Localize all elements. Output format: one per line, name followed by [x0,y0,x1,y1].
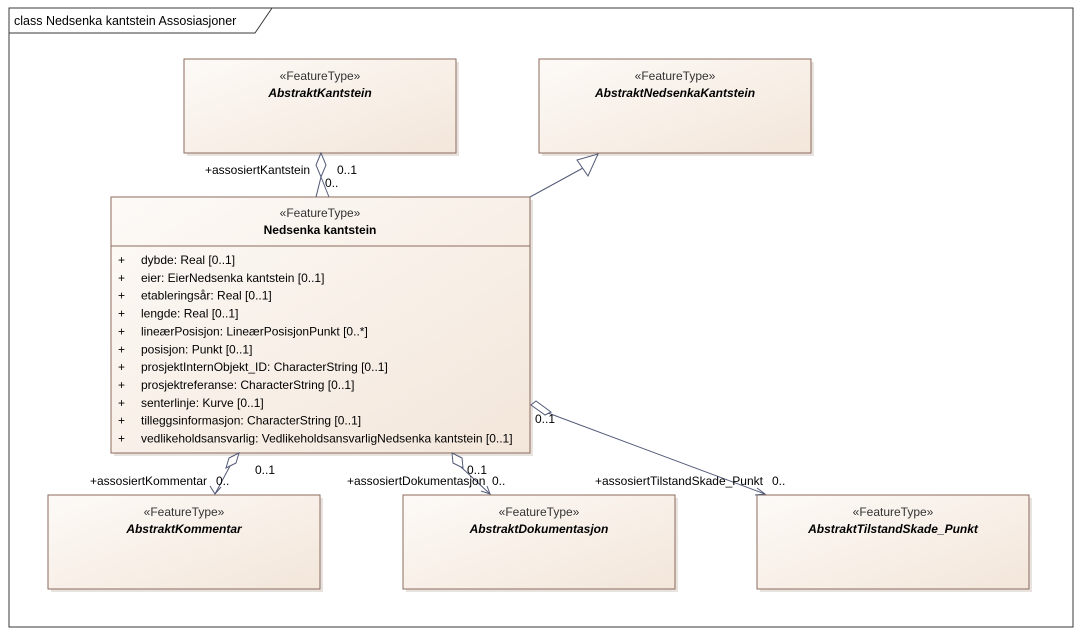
attribute-visibility: + [118,253,125,267]
attribute-row[interactable]: prosjektreferanse: CharacterString [0..1… [141,378,354,392]
class-name: Nedsenka kantstein [264,223,377,237]
attribute-visibility: + [118,378,125,392]
attribute-visibility: + [118,289,125,303]
multiplicity-label: 0..1 [255,463,275,477]
attribute-visibility: + [118,432,125,446]
association-role: +assosiertTilstandSkade_Punkt [595,474,764,488]
multiplicity-label: 0.. [216,474,229,488]
class-nedsenka-kantstein[interactable]: «FeatureType» Nedsenka kantstein + dybde:… [110,196,533,456]
association-role: +assosiertDokumentasjon [347,474,485,488]
class-abstrakt-dokumentasjon[interactable]: «FeatureType» AbstraktDokumentasjon [402,494,678,592]
class-name: AbstraktTilstandSkade_Punkt [807,522,979,536]
association-dokumentasjon[interactable]: 0..1 +assosiertDokumentasjon 0.. [347,452,505,495]
association-role: +assosiertKommentar [90,474,207,488]
multiplicity-label: 0.. [492,474,505,488]
attribute-row[interactable]: lengde: Real [0..1] [141,307,238,321]
attribute-visibility: + [118,307,125,321]
multiplicity-label: 0..1 [535,412,555,426]
attribute-row[interactable]: tilleggsinformasjon: CharacterString [0.… [141,414,361,428]
association-kantstein[interactable]: +assosiertKantstein 0..1 0.. [205,151,357,198]
attribute-row[interactable]: lineærPosisjon: LineærPosisjonPunkt [0..… [141,324,368,338]
association-kommentar[interactable]: 0..1 +assosiertKommentar 0.. [90,452,275,495]
class-stereotype: «FeatureType» [499,505,580,519]
attribute-visibility: + [118,271,125,285]
class-abstrakt-kommentar[interactable]: «FeatureType» AbstraktKommentar [47,494,323,592]
attribute-visibility: + [118,360,125,374]
attribute-visibility: + [118,342,125,356]
attribute-visibility: + [118,324,125,338]
generalization-arrow[interactable] [529,153,599,198]
multiplicity-label: 0.. [772,474,785,488]
multiplicity-label: 0..1 [337,163,357,177]
class-name: AbstraktKantstein [267,86,371,100]
multiplicity-label: 0..1 [467,463,487,477]
class-stereotype: «FeatureType» [144,505,225,519]
attribute-row[interactable]: posisjon: Punkt [0..1] [141,342,252,356]
attribute-visibility: + [118,414,125,428]
class-name: AbstraktNedsenkaKantstein [594,86,755,100]
association-tilstand-skade[interactable]: 0..1 +assosiertTilstandSkade_Punkt 0.. [530,400,785,496]
association-role: +assosiertKantstein [205,163,310,177]
attribute-row[interactable]: etableringsår: Real [0..1] [141,289,272,303]
class-abstrakt-nedsenka-kantstein[interactable]: «FeatureType» AbstraktNedsenkaKantstein [538,58,814,156]
attribute-row[interactable]: senterlinje: Kurve [0..1] [141,396,264,410]
class-stereotype: «FeatureType» [853,505,934,519]
attribute-row[interactable]: eier: EierNedsenka kantstein [0..1] [141,271,324,285]
attribute-row[interactable]: vedlikeholdsansvarlig: Vedlikeholdsansva… [141,432,513,446]
attribute-row[interactable]: prosjektInternObjekt_ID: CharacterString… [141,360,388,374]
class-name: AbstraktDokumentasjon [469,522,609,536]
class-stereotype: «FeatureType» [280,69,361,83]
class-abstrakt-kantstein[interactable]: «FeatureType» AbstraktKantstein [183,58,459,156]
class-name: AbstraktKommentar [125,522,243,536]
class-abstrakt-tilstand-skade-punkt[interactable]: «FeatureType» AbstraktTilstandSkade_Punk… [756,494,1032,592]
attribute-visibility: + [118,396,125,410]
multiplicity-label: 0.. [325,176,338,190]
class-stereotype: «FeatureType» [635,69,716,83]
class-stereotype: «FeatureType» [280,206,361,220]
frame-title: class Nedsenka kantstein Assosiasjoner [14,14,236,28]
attribute-list: + dybde: Real [0..1] + eier: EierNedsenka k… [118,253,513,446]
attribute-row[interactable]: dybde: Real [0..1] [141,253,235,267]
